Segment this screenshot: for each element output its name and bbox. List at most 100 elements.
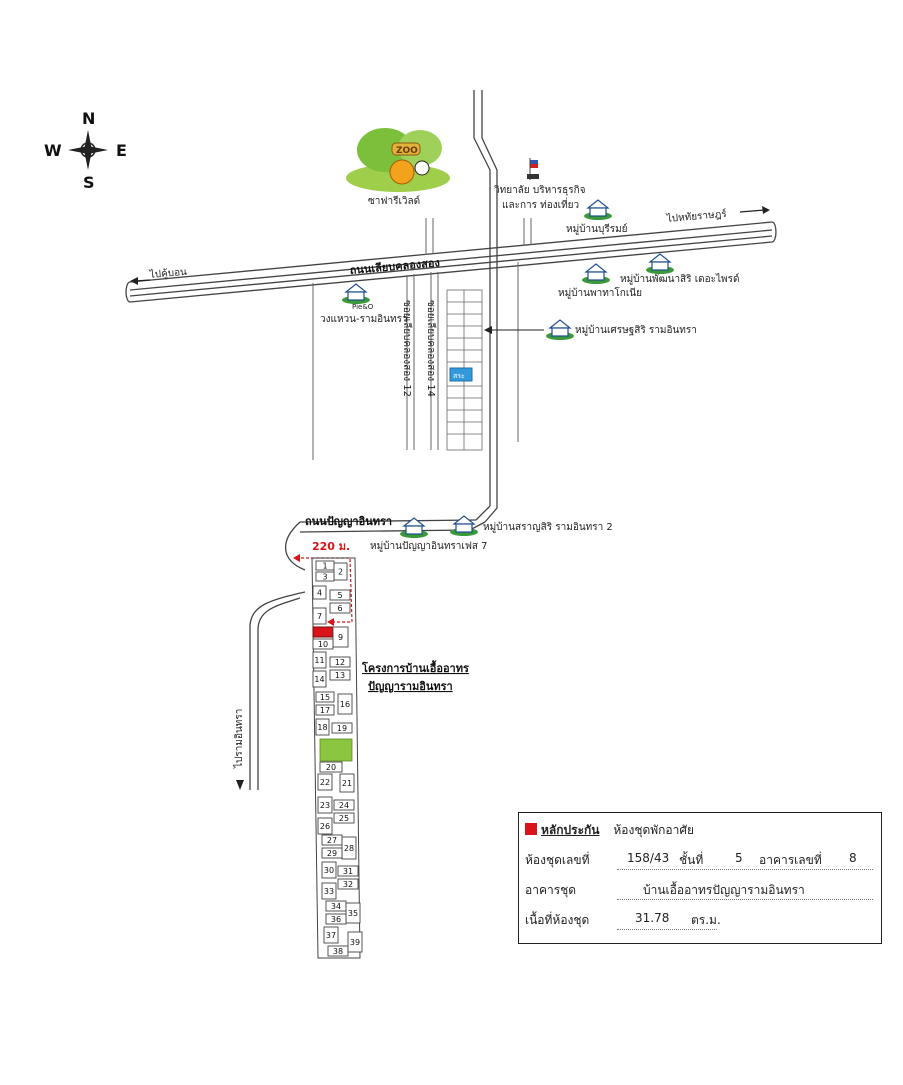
legend-title: หลักประกัน (541, 823, 600, 837)
main-road-east-edge (481, 90, 498, 523)
building-plot-label-18: 18 (317, 723, 327, 732)
unit-label: ห้องชุดเลขที่ (525, 853, 590, 867)
ring-road-label: วงแหวน-รามอินทรา (320, 314, 408, 325)
green-area (319, 738, 353, 762)
building-plot-13 (329, 669, 351, 681)
college-label-2: และการ ท่องเที่ยว (502, 197, 579, 211)
building-plot-label-6: 6 (337, 604, 342, 613)
safari-world-label: ซาฟารีเวิลด์ (368, 195, 420, 207)
zoo-icon: ZOO (346, 128, 450, 192)
building-plot-31 (337, 865, 359, 877)
village-pruksa-label: หมู่บ้านพาทาโกเนีย (558, 286, 642, 299)
to-khubon-label: ไปคู้บอน (148, 266, 187, 281)
building-plot-25 (333, 812, 355, 824)
building-plot-4 (312, 585, 327, 600)
building-plot-6 (329, 602, 351, 614)
building-plot-label-33: 33 (324, 887, 334, 896)
building-plot-32 (337, 878, 359, 890)
pond-label: สระ (453, 372, 465, 380)
building-plot-5 (329, 589, 351, 601)
village-pattana-label: หมู่บ้านพัฒนาสิริ เดอะไพรด์ (620, 273, 740, 285)
compass-w: W (44, 141, 62, 160)
unit-value: 158/43 (627, 851, 670, 865)
building-plot-label-28: 28 (344, 844, 354, 853)
ring-small-label: Pie&O (352, 303, 374, 311)
building-plot-label-17: 17 (320, 706, 330, 715)
village-saransiri-label: หมู่บ้านสราญสิริ รามอินทรา 2 (483, 521, 613, 533)
building-plot-11 (312, 651, 327, 669)
building-plot-30 (321, 861, 337, 879)
building-plot-label-20: 20 (326, 763, 336, 772)
building-plot-label-21: 21 (342, 779, 352, 788)
building-plot-7 (312, 607, 327, 625)
building-plot-22 (317, 773, 333, 791)
compass-rose: N S W E (44, 109, 127, 192)
building-plot-label-13: 13 (335, 671, 345, 680)
project-name-1: โครงการบ้านเอื้ออาทร (361, 660, 469, 675)
building-plot-label-2: 2 (338, 568, 343, 577)
building-plot-label-4: 4 (317, 589, 322, 598)
liab-khlong-song-road (125, 221, 777, 303)
building-plot-23 (317, 796, 333, 814)
building-plot-39 (347, 931, 363, 953)
building-plot-label-37: 37 (326, 931, 336, 940)
building-label: อาคารเลขที่ (759, 853, 822, 867)
building-plot-label-29: 29 (327, 849, 337, 858)
building-plot-label-30: 30 (324, 866, 334, 875)
building-plot-label-35: 35 (348, 909, 358, 918)
collateral-swatch (525, 823, 537, 835)
building-plot-label-9: 9 (338, 633, 343, 642)
building-plot-label-25: 25 (339, 814, 349, 823)
building-plot-35 (345, 902, 361, 924)
building-plot-label-27: 27 (327, 836, 337, 845)
house-icon (400, 517, 428, 538)
building-plot-37 (323, 926, 339, 944)
building-plot-12 (329, 656, 351, 668)
project-outline (311, 557, 361, 959)
village-ramintra-label: หมู่บ้านเศรษฐสิริ รามอินทรา (575, 324, 697, 336)
building-plot-label-3: 3 (322, 573, 327, 582)
area-value: 31.78 (635, 911, 670, 925)
pond (449, 367, 473, 382)
college-label-1: วิทยาลัย บริหารธุรกิจ (494, 185, 586, 196)
building-plot-15 (315, 691, 335, 703)
zoo-sign: ZOO (396, 146, 418, 156)
panya-road-north (299, 519, 477, 523)
building-plot-17 (315, 704, 335, 716)
soi12-label: ซอยเลียบคลองสอง 12 (401, 300, 413, 397)
building-plot-3 (315, 571, 335, 582)
sretthasiri-grid (446, 289, 483, 451)
building-plot-label-11: 11 (314, 656, 324, 665)
village-burirom-label: หมู่บ้านบุรีรมย์ (566, 223, 628, 235)
building-plot-label-23: 23 (320, 801, 330, 810)
panya-road-label: ถนนปัญญาอินทรา (305, 515, 392, 528)
house-icon (582, 263, 610, 284)
building-plot-label-36: 36 (331, 915, 341, 924)
legend-subtitle: ห้องชุดพักอาศัย (613, 823, 695, 837)
building-plot-20 (319, 761, 343, 773)
building-plot-33 (321, 882, 337, 900)
building-plot-label-34: 34 (331, 902, 341, 911)
building-plot-label-7: 7 (317, 612, 322, 621)
building-plot-label-38: 38 (333, 947, 343, 956)
house-icon (584, 199, 612, 220)
floor-label: ชั้นที่ (679, 853, 704, 867)
building-plot-29 (321, 847, 343, 859)
house-icon (342, 283, 370, 304)
house-icon (646, 253, 674, 274)
main-road-west-edge (473, 90, 491, 521)
building-plot-10 (312, 638, 334, 650)
building-plot-16 (337, 693, 353, 715)
building-plot-9 (332, 626, 349, 648)
building-plot-label-10: 10 (318, 640, 328, 649)
area-unit: ตร.ม. (691, 913, 721, 927)
building-plot-label-19: 19 (337, 724, 347, 733)
building-plot-label-12: 12 (335, 658, 345, 667)
floor-value: 5 (735, 851, 743, 865)
building-plot-18 (315, 718, 330, 736)
building-plot-label-1: 1 (322, 562, 327, 571)
house-icon (546, 319, 574, 340)
building-plot-21 (339, 773, 355, 793)
collateral-building (312, 626, 334, 638)
